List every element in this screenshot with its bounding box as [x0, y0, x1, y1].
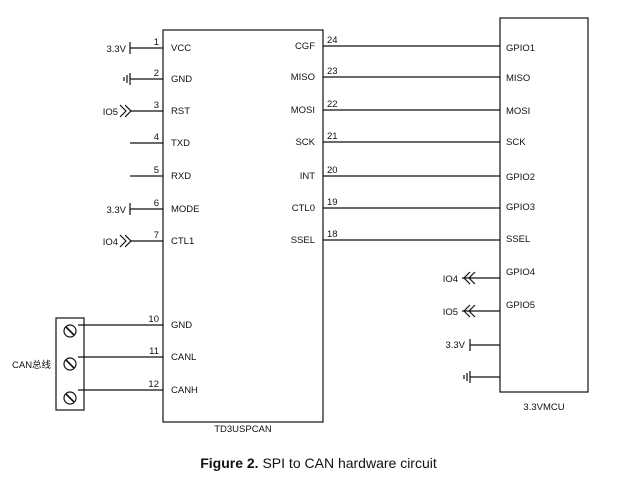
double-arrow-icon	[463, 304, 476, 318]
screw-terminal-3	[63, 391, 77, 405]
arrow-chevron-2	[124, 234, 132, 248]
arrow-chevron-1	[119, 234, 127, 248]
left-pin-name-gnd-2: GND	[171, 74, 192, 85]
right-pin-name-ssel: SSEL	[291, 235, 315, 246]
arrow-chevron-1	[463, 271, 471, 285]
screw-terminal-1	[63, 324, 77, 338]
left-pin-name-rxd-5: RXD	[171, 171, 191, 182]
can-bus-label: CAN总线	[12, 359, 52, 371]
double-arrow-icon	[119, 104, 132, 118]
mcu-io-label-io5: IO5	[443, 307, 458, 318]
caption-text: SPI to CAN hardware circuit	[262, 455, 437, 471]
double-arrow-icon	[463, 271, 476, 285]
right-pin-name-int: INT	[300, 171, 316, 182]
right-pin-number-21: 21	[327, 131, 338, 142]
screw-terminal-2	[63, 357, 77, 371]
arrow-chevron-2	[468, 304, 476, 318]
left-pin-number-2: 2	[154, 68, 159, 79]
mcu-pin-gpio5: GPIO5	[506, 300, 535, 311]
net-label-7: IO4	[103, 237, 118, 248]
left-pin-name-txd-4: TXD	[171, 138, 190, 149]
arrow-chevron-2	[468, 271, 476, 285]
mcu-pin-gpio4: GPIO4	[506, 267, 535, 278]
mcu-name: 3.3VMCU	[523, 402, 564, 413]
net-label-6: 3.3V	[106, 205, 126, 216]
figure-caption: Figure 2. SPI to CAN hardware circuit	[0, 455, 637, 471]
mcu-pin-miso: MISO	[506, 73, 530, 84]
left-pin-name-rst-3: RST	[171, 106, 190, 117]
left-pin-number-10: 10	[148, 314, 159, 325]
chip-body	[162, 29, 324, 423]
arrow-chevron-2	[124, 104, 132, 118]
chip-name: TD3USPCAN	[214, 424, 272, 435]
can-terminal-block	[55, 317, 85, 411]
mcu-pin-gpio2: GPIO2	[506, 172, 535, 183]
right-pin-number-23: 23	[327, 66, 338, 77]
left-pin-number-7: 7	[154, 230, 159, 241]
right-pin-number-24: 24	[327, 35, 338, 46]
right-pin-name-mosi: MOSI	[291, 105, 315, 116]
mcu-pin-sck: SCK	[506, 137, 526, 148]
caption-prefix: Figure 2.	[200, 455, 259, 471]
right-pin-name-sck: SCK	[295, 137, 315, 148]
mcu-pin-gpio1: GPIO1	[506, 43, 535, 54]
mcu-power-label: 3.3V	[445, 340, 465, 351]
mcu-pin-mosi: MOSI	[506, 106, 530, 117]
left-pin-name-canl-11: CANL	[171, 352, 196, 363]
right-pin-number-18: 18	[327, 229, 338, 240]
right-pin-number-20: 20	[327, 165, 338, 176]
left-pin-number-1: 1	[154, 37, 159, 48]
left-pin-name-ctl1-7: CTL1	[171, 236, 194, 247]
ground-icon	[463, 371, 471, 383]
left-pin-name-canh-12: CANH	[171, 385, 198, 396]
left-pin-number-4: 4	[154, 132, 159, 143]
mcu-pin-gpio3: GPIO3	[506, 202, 535, 213]
net-label-3: IO5	[103, 107, 118, 118]
right-pin-name-ctl0: CTL0	[292, 203, 315, 214]
left-pin-name-vcc-1: VCC	[171, 43, 191, 54]
right-pin-number-19: 19	[327, 197, 338, 208]
left-pin-name-mode-6: MODE	[171, 204, 200, 215]
mcu-pin-ssel: SSEL	[506, 234, 530, 245]
left-pin-number-12: 12	[148, 379, 159, 390]
arrow-chevron-1	[463, 304, 471, 318]
left-pin-number-6: 6	[154, 198, 159, 209]
arrow-chevron-1	[119, 104, 127, 118]
left-pin-number-3: 3	[154, 100, 159, 111]
right-pin-number-22: 22	[327, 99, 338, 110]
mcu-body	[499, 17, 589, 393]
mcu-io-label-io4: IO4	[443, 274, 458, 285]
right-pin-name-cgf: CGF	[295, 41, 315, 52]
left-pin-name-gnd-10: GND	[171, 320, 192, 331]
ground-icon	[123, 73, 131, 85]
left-pin-number-11: 11	[149, 346, 159, 357]
double-arrow-icon	[119, 234, 132, 248]
left-pin-number-5: 5	[154, 165, 159, 176]
right-pin-name-miso: MISO	[291, 72, 315, 83]
net-label-1: 3.3V	[106, 44, 126, 55]
